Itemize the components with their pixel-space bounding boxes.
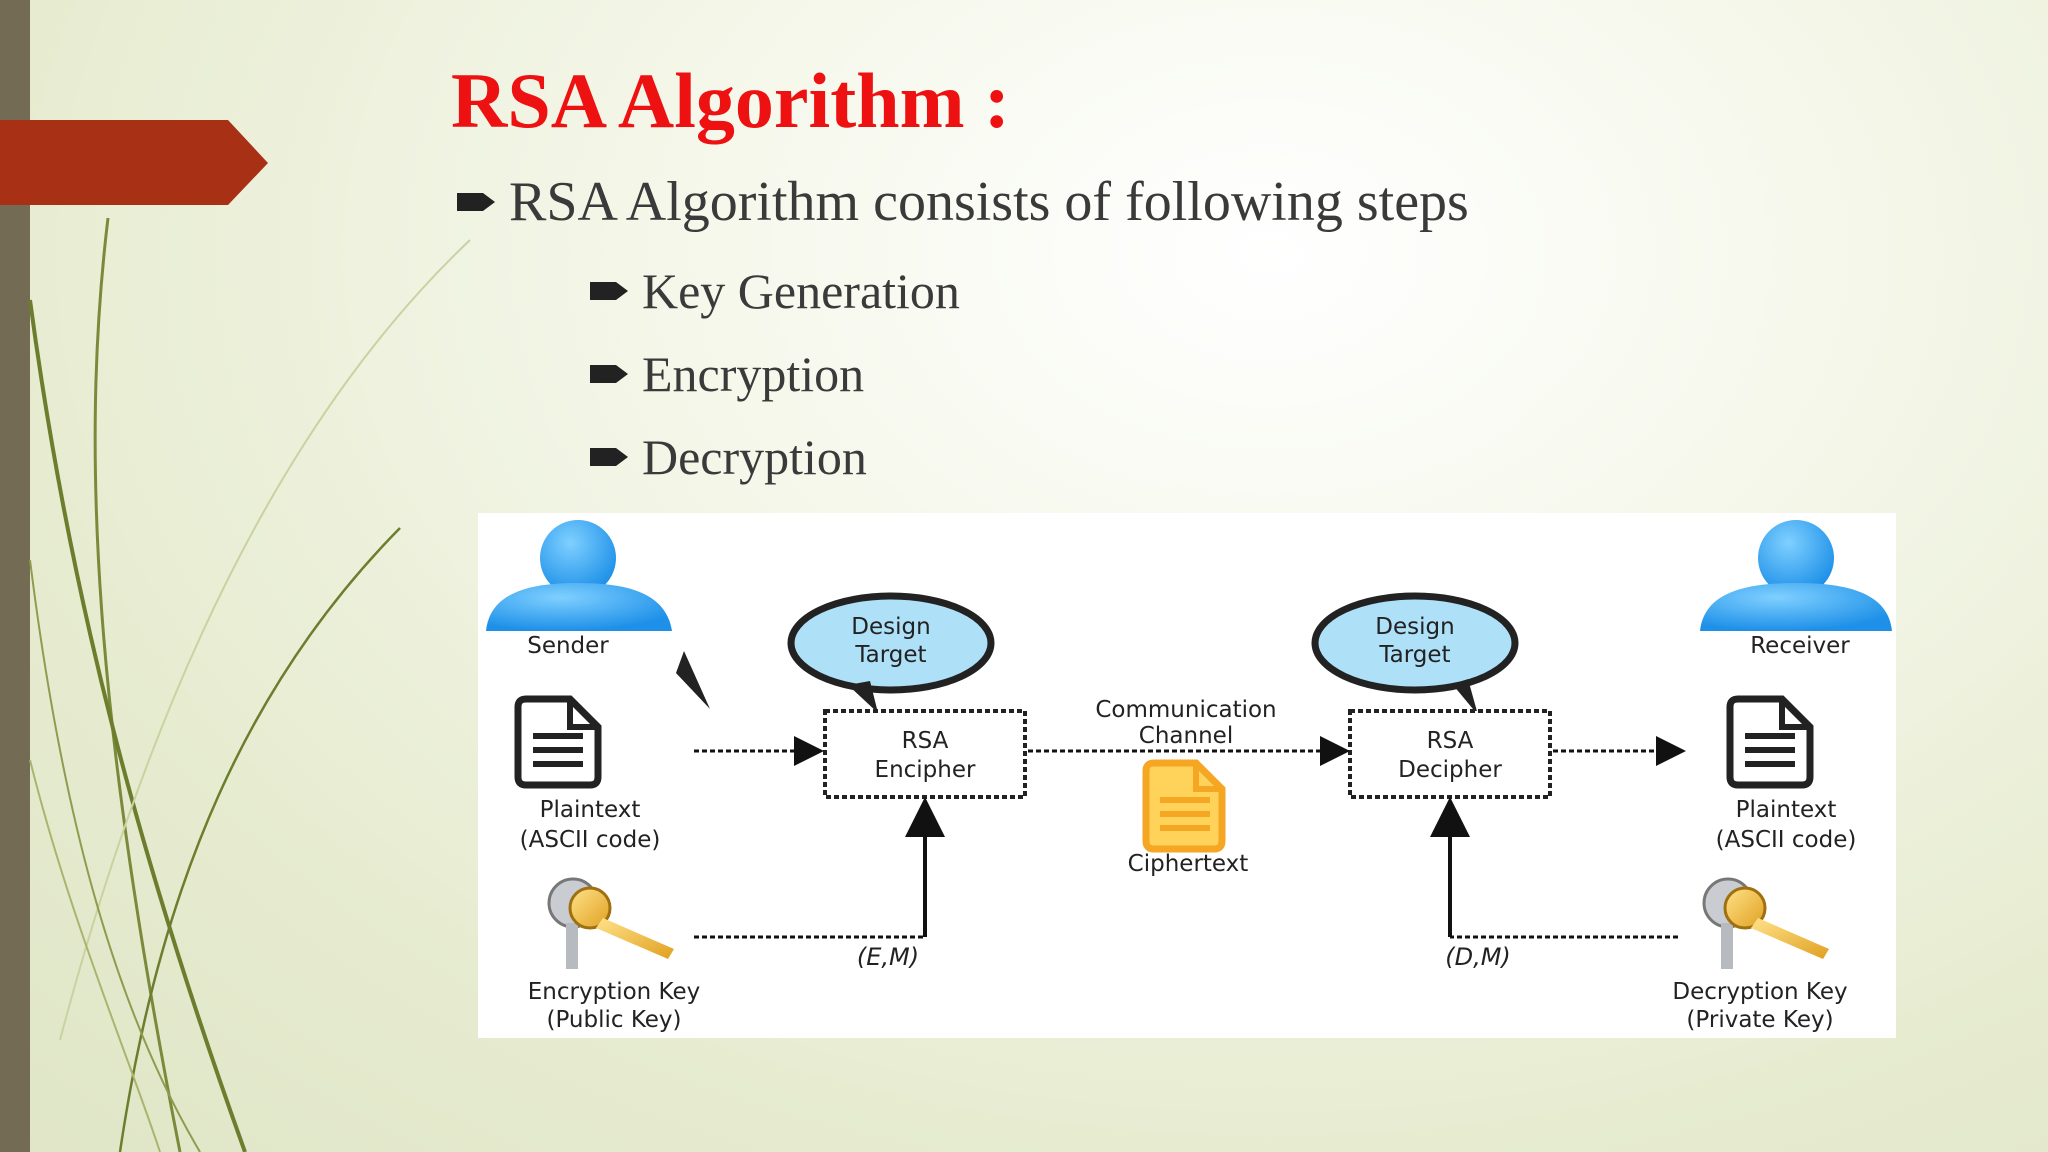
channel-line2: Channel bbox=[1139, 723, 1233, 749]
design-target-left-line2: Target bbox=[854, 642, 926, 668]
decipher-line1: RSA bbox=[1427, 728, 1474, 754]
decryption-key-icon bbox=[1702, 877, 1829, 969]
design-target-bubble-right bbox=[1311, 592, 1519, 715]
sender-person-icon bbox=[486, 520, 672, 631]
bullet-step-text: Decryption bbox=[642, 429, 867, 485]
design-target-bubble-left bbox=[676, 592, 995, 713]
receiver-person-icon bbox=[1700, 520, 1892, 631]
slide-title: RSA Algorithm : bbox=[451, 57, 1011, 144]
decryption-key-label: Decryption Key bbox=[1672, 979, 1847, 1005]
encryption-key-label: Encryption Key bbox=[528, 979, 701, 1005]
bullet-step-text: Key Generation bbox=[642, 263, 960, 319]
private-key-pair-label: (D,M) bbox=[1445, 943, 1511, 971]
design-target-right-line2: Target bbox=[1378, 642, 1450, 668]
decipher-line2: Decipher bbox=[1398, 757, 1502, 783]
rsa-decipher-box bbox=[1348, 709, 1552, 799]
ciphertext-document-icon bbox=[1142, 759, 1226, 853]
right-arrow-bullet-icon bbox=[590, 365, 628, 383]
receiver-plaintext-label: Plaintext bbox=[1736, 797, 1837, 823]
design-target-left-line1: Design bbox=[851, 614, 930, 640]
bullet-main-text: RSA Algorithm consists of following step… bbox=[509, 171, 1469, 233]
title-accent-arrow bbox=[0, 120, 268, 205]
decorative-curves bbox=[28, 217, 471, 1152]
channel-line1: Communication bbox=[1095, 697, 1276, 723]
encipher-line1: RSA bbox=[902, 728, 949, 754]
decryption-key-sublabel: (Private Key) bbox=[1686, 1007, 1833, 1033]
public-key-pair-label: (E,M) bbox=[857, 943, 919, 971]
bullet-step-key-generation: Key Generation bbox=[588, 262, 960, 320]
design-target-right-line1: Design bbox=[1375, 614, 1454, 640]
bullet-step-encryption: Encryption bbox=[588, 345, 864, 403]
bullet-step-text: Encryption bbox=[642, 346, 865, 402]
sender-plaintext-label: Plaintext bbox=[540, 797, 641, 823]
rsa-diagram: Sender Receiver Plaintext (ASCII code) P… bbox=[478, 513, 1896, 1038]
rsa-diagram-svg: Sender Receiver Plaintext (ASCII code) P… bbox=[486, 520, 1892, 1033]
encryption-key-icon bbox=[547, 877, 674, 969]
ciphertext-label: Ciphertext bbox=[1128, 851, 1249, 877]
sender-plaintext-sublabel: (ASCII code) bbox=[520, 827, 661, 853]
bullet-main: RSA Algorithm consists of following step… bbox=[455, 170, 1469, 234]
right-arrow-bullet-icon bbox=[590, 282, 628, 300]
encryption-key-sublabel: (Public Key) bbox=[546, 1007, 681, 1033]
right-arrow-bullet-icon bbox=[590, 448, 628, 466]
receiver-label: Receiver bbox=[1750, 633, 1850, 659]
right-arrow-bullet-icon bbox=[457, 193, 495, 211]
bullet-step-decryption: Decryption bbox=[588, 428, 867, 486]
sender-document-icon bbox=[514, 695, 602, 789]
receiver-plaintext-sublabel: (ASCII code) bbox=[1716, 827, 1857, 853]
sender-label: Sender bbox=[527, 633, 609, 659]
encipher-line2: Encipher bbox=[875, 757, 976, 783]
receiver-document-icon bbox=[1726, 695, 1814, 789]
rsa-encipher-box bbox=[823, 709, 1027, 799]
